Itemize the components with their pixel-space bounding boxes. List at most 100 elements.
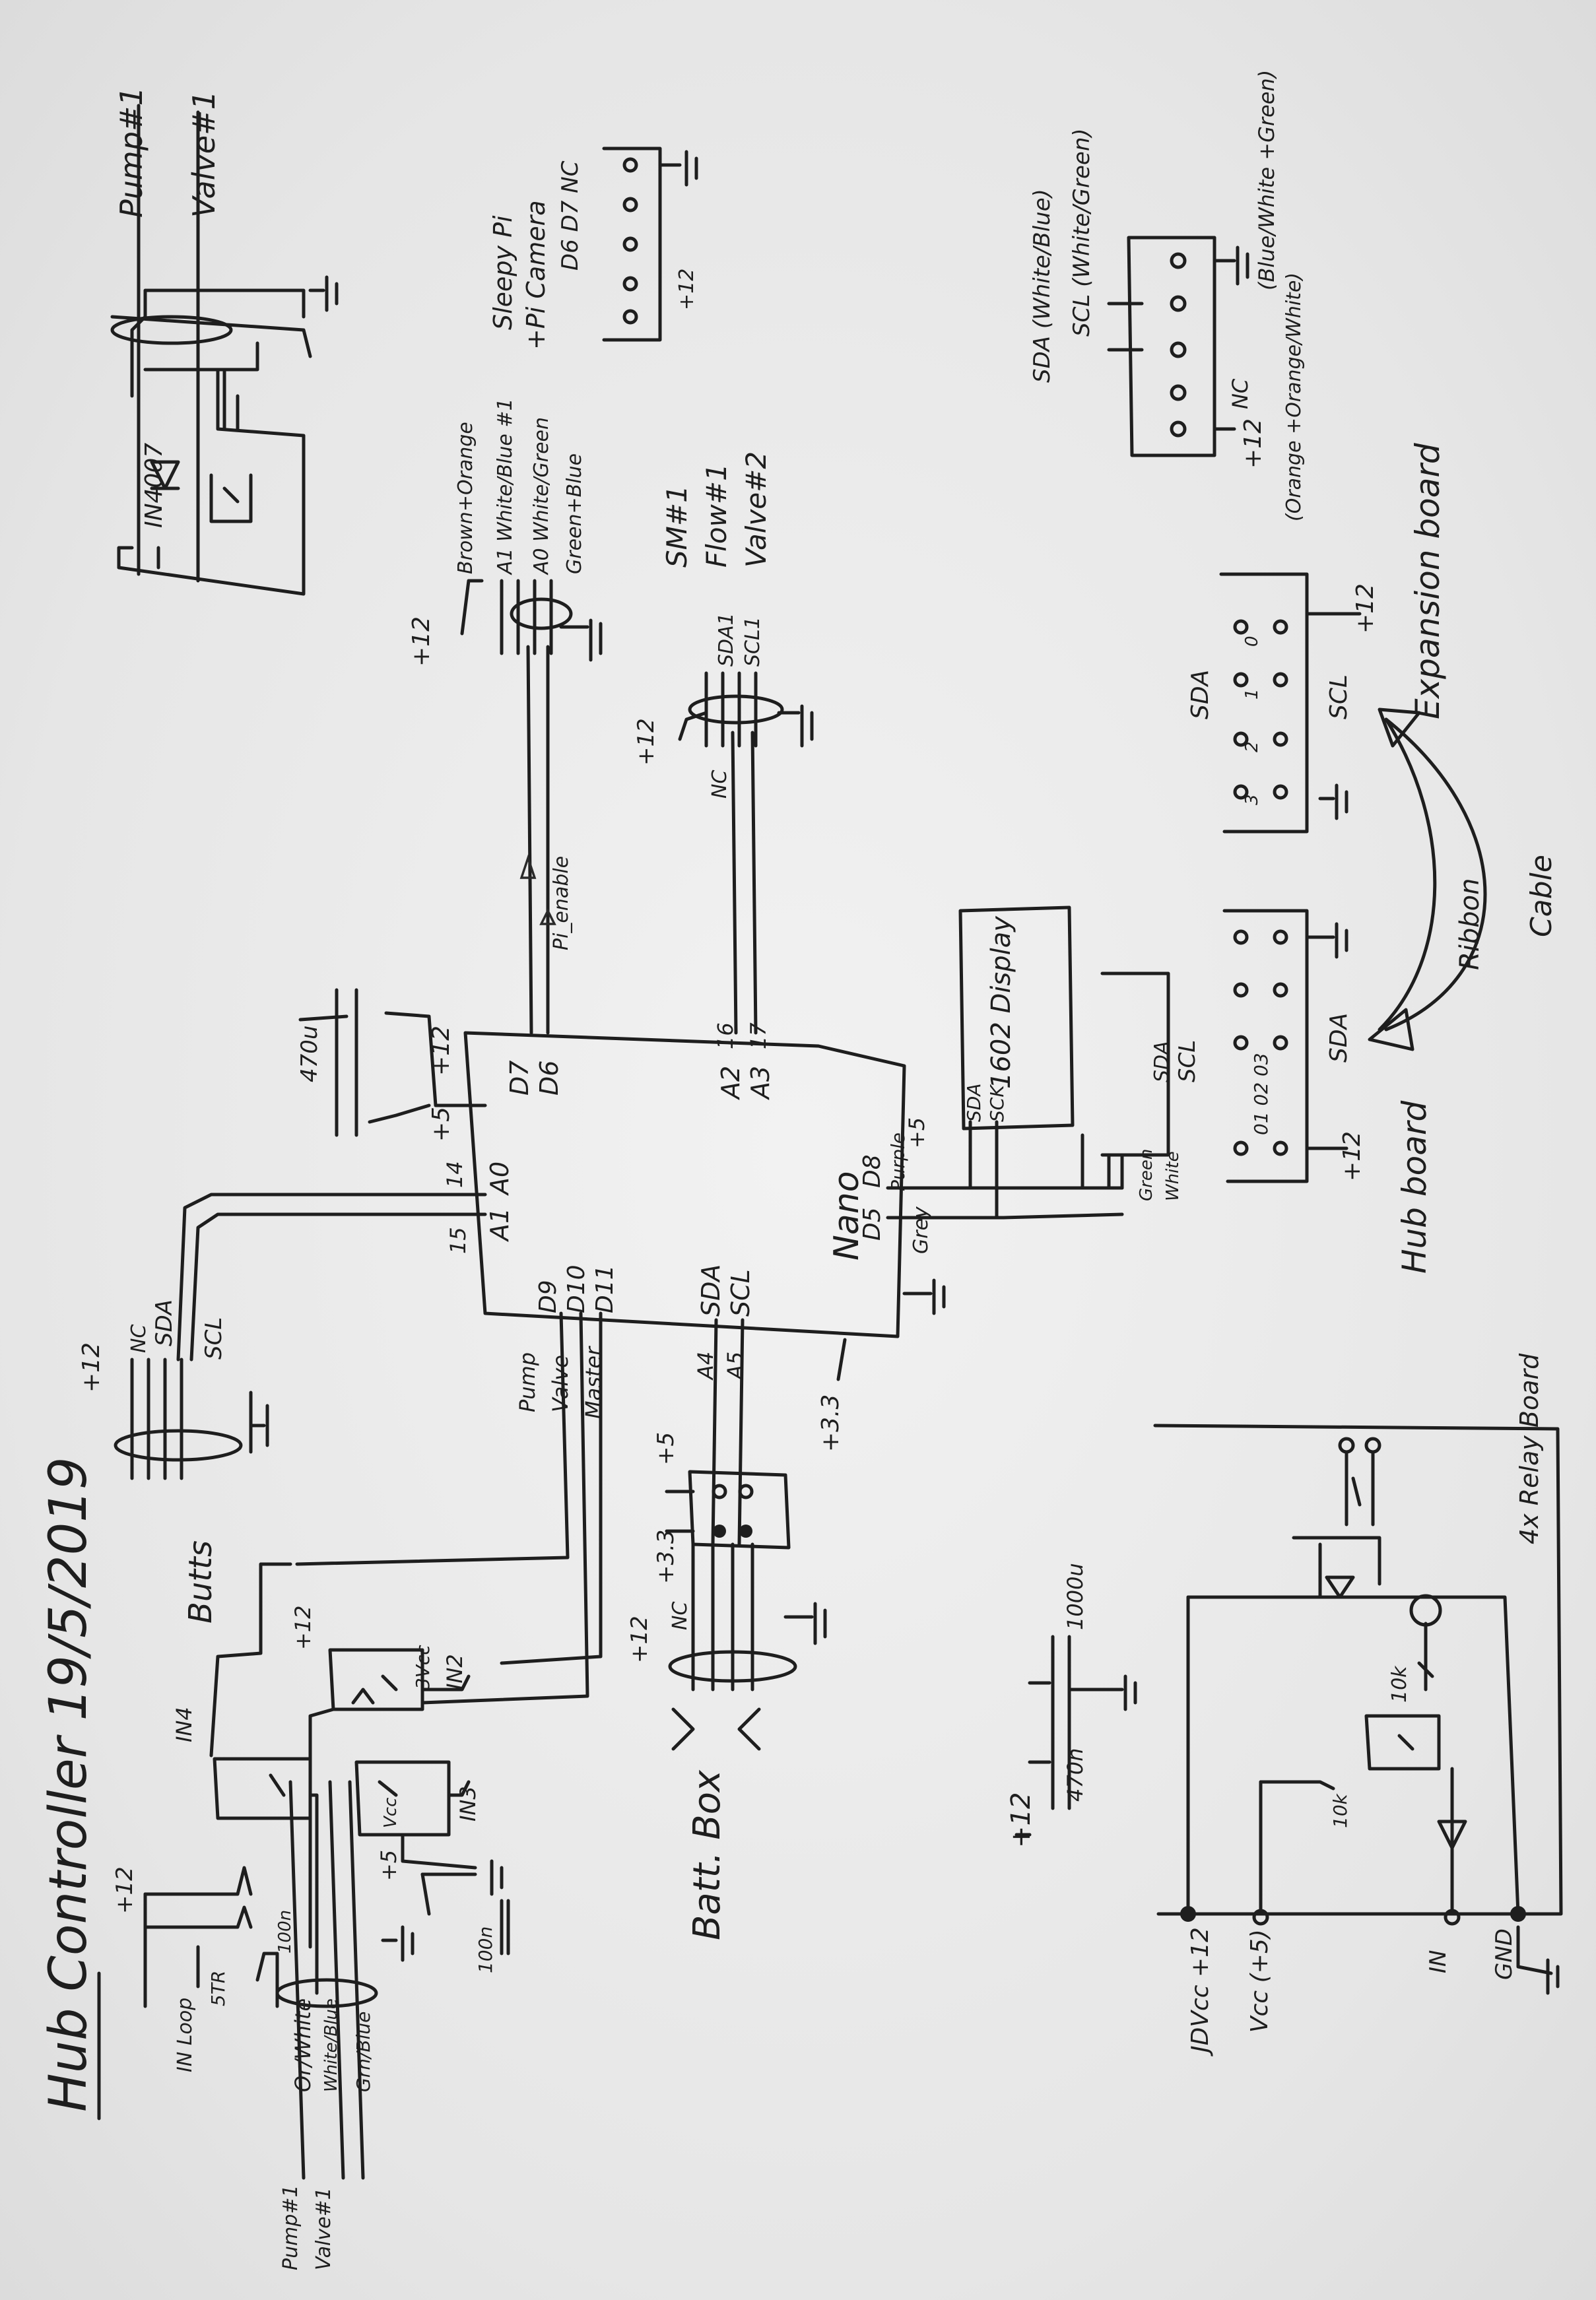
expansion-pin1: 1: [1242, 688, 1262, 700]
nano-pin-d8: D8: [859, 1154, 886, 1188]
relay-10k-b: 10k: [1329, 1792, 1351, 1828]
pi-wire-12: +12: [408, 616, 435, 667]
expansion-scl: SCL: [1325, 674, 1352, 719]
nano-pin-d6: D6: [535, 1061, 564, 1096]
caps-1000u: 1000u: [1063, 1563, 1088, 1630]
display-sda: SDA: [1150, 1041, 1174, 1082]
sda-white-blue: SDA (White/Blue): [1029, 189, 1055, 383]
hub-label: Hub board: [1395, 1101, 1434, 1274]
power-caps: +12 470n 1000u: [1006, 1563, 1137, 1848]
relay-label: 4x Relay Board: [1515, 1353, 1544, 1544]
nano-pin-14: 14: [442, 1161, 467, 1188]
batt-wire-5: +5: [653, 1432, 679, 1465]
input-or-white: Or/White: [290, 1998, 316, 2092]
input-12: +12: [112, 1866, 138, 1914]
input-section: +12 IN Loop 5TR Or/White White/Blue Grn/…: [112, 1780, 415, 2270]
hub-board: Hub board SDA +12 01 02 03: [1222, 909, 1434, 1274]
pi-wire-a1: A1 White/Blue #1: [494, 398, 517, 575]
butts-in3: IN3: [455, 1786, 481, 1822]
sm1-wire-12: +12: [633, 718, 659, 766]
relay-board: 4x Relay Board 10k 10k JDVcc +12 Vcc (+5…: [1153, 1353, 1563, 2056]
wire-green: Green: [1137, 1149, 1156, 1201]
expansion-pin3: 3: [1242, 794, 1262, 805]
sda-orange: (Orange +Orange/White): [1282, 273, 1306, 521]
nano-board: Nano D7 D6 A2 A3 A1 A0 D9 D10 D11 SDA SC…: [463, 1031, 906, 1338]
relay-jdvcc: JDVcc +12: [1187, 1927, 1214, 2056]
hub-12: +12: [1339, 1131, 1366, 1181]
input-white-blue: White/Blue: [321, 1998, 341, 2092]
pi-wire-green-blue: Green+Blue: [563, 453, 586, 574]
expansion-12: +12: [1352, 583, 1379, 634]
nano-pin-a0: A0: [485, 1162, 514, 1197]
input-cap: 100n: [275, 1910, 295, 1954]
nano-pin-a1: A1: [485, 1208, 514, 1243]
ribbon-cable: Ribbon Cable: [1368, 707, 1558, 1051]
batt-wire-12: +12: [626, 1616, 653, 1663]
expansion-pin0: 0: [1242, 636, 1262, 647]
nano-pin-sda: SDA: [696, 1265, 725, 1317]
wire-white: White: [1163, 1151, 1183, 1201]
diode-label: IN4007: [141, 443, 168, 528]
left-wire-12: +12: [78, 1342, 105, 1393]
nano-supply-5: +5: [428, 1107, 455, 1142]
bottom-3v3: +3.3: [817, 1395, 844, 1452]
display-pin-sda: SDA: [963, 1084, 985, 1123]
pi-connector-camera: +Pi Camera: [521, 200, 550, 350]
nano-bottom-wiring: Pump Valve Master A4 A5 +3.3: [295, 1311, 847, 1705]
display-pin-sck: SCK: [986, 1084, 1008, 1122]
pi-connector-pins: D6 D7 NC: [557, 160, 583, 271]
nano-pin-d9: D9: [535, 1280, 562, 1313]
nano-pin-d7: D7: [505, 1061, 534, 1096]
input-valve1: Valve#1: [312, 2187, 335, 2270]
sm1-title: SM#1: [661, 485, 693, 568]
left-cable-connector: +12 NC SDA SCL: [78, 1299, 269, 1480]
sm1-cable: SM#1 Flow#1 Valve#2 +12 NC SDA1 SCL1: [633, 451, 814, 1035]
butts-in2: IN2: [442, 1654, 467, 1690]
hub-pins: 01 02 03: [1250, 1053, 1272, 1135]
display-wiring: Purple Grey Green White: [886, 1120, 1183, 1315]
expansion-board: Expansion board SDA SCL +12 0 1 2 3: [1187, 443, 1447, 834]
display-1602: 1602 Display SDA SCK SCL SDA +5: [904, 905, 1201, 1190]
title: Hub Controller 19/5/2019: [39, 1457, 98, 2112]
sm1-wire-nc: NC: [708, 770, 731, 799]
caps-12: +12: [1006, 1792, 1036, 1848]
butts-12: +12: [290, 1605, 316, 1650]
nano-pin-d10: D10: [563, 1265, 590, 1313]
cable-label: Cable: [1525, 855, 1558, 937]
ribbon-label: Ribbon: [1455, 878, 1485, 970]
pump1-label: Pump#1: [114, 86, 149, 218]
batt-box: Batt. Box +5 +3.3 +12 NC: [626, 1432, 827, 1940]
batt-wire-nc: NC: [669, 1602, 692, 1630]
nano-cap-label: 470u: [296, 1026, 323, 1082]
nano-pin-scl: SCL: [726, 1269, 755, 1317]
butts-section: Butts IN4 IN3 IN2 3Vcc Vcc +12 +5 100n: [172, 1540, 510, 1995]
nano-pin-17: 17: [746, 1022, 771, 1049]
left-wire-scl: SCL: [201, 1317, 227, 1360]
caps-470n: 470n: [1063, 1748, 1088, 1802]
pi-connector-sleepy: Sleepy Pi: [488, 215, 517, 330]
input-5tr: 5TR: [207, 1971, 229, 2006]
input-grn-blue: Grn/Blue: [352, 2012, 374, 2092]
sm1-wire-sda1: SDA1: [715, 612, 738, 667]
nano-pin-a3: A3: [746, 1066, 775, 1101]
pi-enable-label: Pi_enable: [550, 856, 573, 950]
expansion-pin2: 2: [1242, 741, 1262, 752]
sm1-wire-scl1: SCL1: [741, 616, 764, 667]
sda-12: +12: [1240, 418, 1267, 469]
butts-vcc: Vcc: [381, 1798, 401, 1828]
expansion-label: Expansion board: [1409, 443, 1447, 719]
nano-label: Nano: [827, 1171, 867, 1261]
butts-in4: IN4: [172, 1707, 197, 1742]
scl-white-green: SCL (White/Green): [1069, 128, 1095, 337]
left-wire-nc: NC: [127, 1325, 150, 1353]
left-wire-sda: SDA: [151, 1299, 178, 1346]
wire-purple: Purple: [887, 1133, 909, 1191]
butts-cap: 100n: [475, 1926, 496, 1973]
expansion-sda: SDA: [1187, 670, 1214, 719]
input-loop: IN Loop: [174, 1998, 197, 2072]
nano-left-wiring: 470u +5 +12 14 15 16 17: [176, 988, 771, 1362]
pi-wire-brown-orange: Brown+Orange: [454, 422, 477, 574]
pi-wire-a0: A0 White/Green: [530, 417, 553, 575]
